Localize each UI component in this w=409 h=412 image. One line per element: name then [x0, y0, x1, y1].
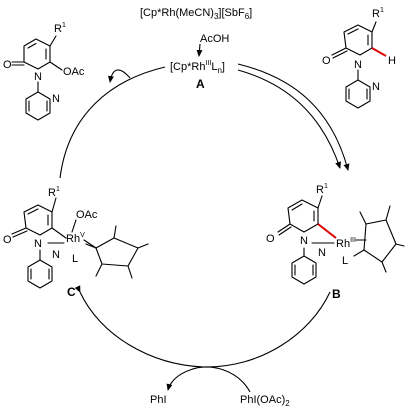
- c-pyridine-n: N: [52, 249, 60, 261]
- b-r-group: R1: [316, 183, 328, 196]
- product-structure: O R1 OAc N N: [3, 22, 85, 121]
- b-nitrogen: N: [300, 235, 308, 247]
- c-r-group: R1: [48, 186, 60, 199]
- substrate-nitrogen: N: [354, 59, 362, 71]
- product-oac: OAc: [63, 66, 85, 78]
- b-metal: RhIII: [336, 237, 356, 250]
- additive-label: AcOH: [200, 33, 229, 45]
- c-ligand: L: [72, 253, 78, 265]
- catalyst-precursor: [Cp*Rh(MeCN)3][SbF6]: [140, 7, 252, 21]
- product-nitrogen: N: [34, 71, 42, 83]
- cycle-arc-left-top: [59, 66, 166, 179]
- cycle-arrow-a-to-b-outer: [237, 63, 350, 171]
- product-oxygen: O: [3, 59, 12, 71]
- c-nitrogen: N: [34, 238, 42, 250]
- substrate-hydrogen: H: [388, 55, 396, 67]
- substrate-oxygen: O: [322, 55, 331, 67]
- intermediate-c-structure: O R1 N RhV OAc L N C: [3, 186, 149, 299]
- substrate-r-group: R1: [372, 7, 384, 20]
- c-metal: RhV: [66, 232, 85, 245]
- c-oac: OAc: [76, 209, 98, 221]
- b-ligand: L: [342, 255, 348, 267]
- catalyst-species-a: [Cp*RhIIILn]: [170, 60, 225, 75]
- b-rh-c-bond: [317, 223, 337, 239]
- additive-arrow: [196, 43, 203, 57]
- b-oxygen: O: [266, 233, 275, 245]
- label-c: C: [67, 285, 76, 299]
- label-b: B: [332, 287, 341, 301]
- cycle-arrow-a-to-b-inner: [237, 69, 341, 169]
- c-oxygen: O: [3, 234, 12, 246]
- label-a: A: [196, 77, 205, 91]
- byproduct-label: PhI: [150, 394, 167, 406]
- substrate-ch-bond: [371, 47, 387, 57]
- oxidant-arrow: [166, 366, 251, 393]
- cycle-arc-bottom: [74, 285, 331, 368]
- b-pyridine-n: N: [318, 247, 326, 259]
- product-release-arrow: [108, 69, 131, 83]
- substrate-structure: O R1 H N N: [322, 7, 396, 109]
- intermediate-b-structure: O R1 N RhIII L N B: [266, 183, 405, 301]
- oxidant-label: PhI(OAc)2: [240, 394, 290, 408]
- product-pyridine-n: N: [52, 93, 60, 105]
- substrate-pyridine-n: N: [372, 81, 380, 93]
- product-r-group: R1: [54, 22, 66, 35]
